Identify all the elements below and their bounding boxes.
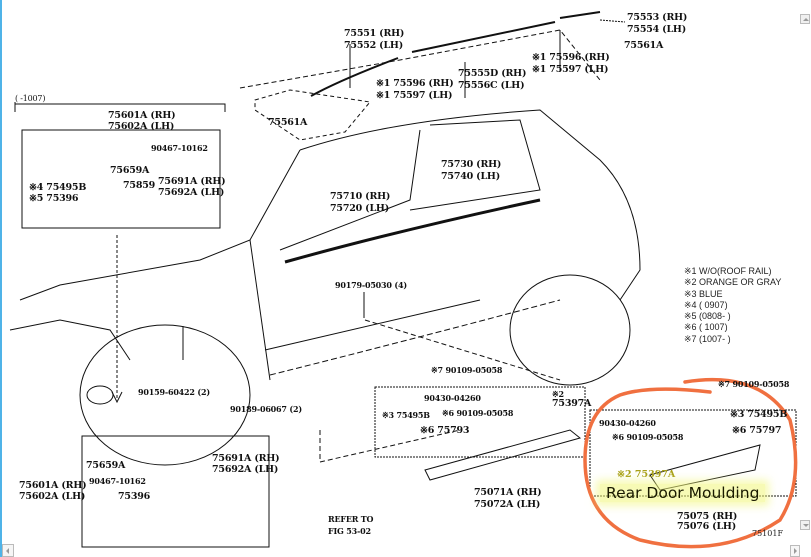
label-75596-a: ※1 75596 (RH) bbox=[532, 52, 610, 63]
sunroof bbox=[254, 89, 371, 141]
sill-line bbox=[264, 299, 481, 351]
label-90189: 90189-06067 (2) bbox=[230, 404, 302, 414]
label-75692a-bottom: 75692A (LH) bbox=[212, 464, 279, 475]
inset-box-rocker bbox=[374, 386, 586, 458]
figure-id: 75101F bbox=[752, 529, 783, 538]
rocker-line bbox=[269, 299, 561, 376]
label-opt2-75397a-rear: ※2 75397A bbox=[617, 469, 676, 480]
label-75556c: 75556C (LH) bbox=[458, 80, 525, 91]
rocker-moulding bbox=[424, 429, 582, 481]
label-opt7-90109-rear: ※7 90109-05058 bbox=[718, 379, 790, 389]
roof-rail-rear bbox=[559, 11, 601, 19]
inset-box-top bbox=[21, 129, 221, 229]
label-75597-b: ※1 75597 (LH) bbox=[376, 90, 453, 101]
label-75859: 75859 bbox=[123, 180, 156, 191]
fog-lamp bbox=[86, 385, 114, 405]
legend-item-1: ※1 W/O(ROOF RAIL) bbox=[684, 266, 772, 276]
label-75659a-bottom: 75659A bbox=[86, 460, 126, 471]
label-75552: 75552 (LH) bbox=[344, 40, 404, 51]
inset-bracket-top bbox=[14, 102, 226, 112]
scroll-left-button[interactable] bbox=[2, 544, 14, 557]
label-75720: 75720 (LH) bbox=[330, 203, 390, 214]
label-75075: 75075 (RH) bbox=[677, 511, 738, 522]
label-75072a: 75072A (LH) bbox=[474, 499, 541, 510]
label-90430-rocker: 90430-04260 bbox=[424, 393, 481, 403]
label-75555d: 75555D (RH) bbox=[458, 68, 527, 79]
label-75691a-top: 75691A (RH) bbox=[158, 176, 226, 187]
leader-line bbox=[599, 19, 626, 23]
label-opt6-75793: ※6 75793 bbox=[420, 425, 470, 436]
label-90467-top: 90467-10162 bbox=[151, 143, 208, 153]
front-bumper bbox=[9, 319, 131, 361]
legend-item-2: ※2 ORANGE OR GRAY bbox=[684, 277, 782, 288]
legend-item-4: ※4 ( 0907) bbox=[684, 299, 728, 310]
label-75076: 75076 (LH) bbox=[677, 521, 737, 532]
legend-item-5: ※5 (0808- ) bbox=[684, 311, 731, 322]
label-opt2-rocker: ※2 bbox=[552, 389, 564, 399]
rear-window bbox=[409, 119, 541, 211]
label-opt5-75396: ※5 75396 bbox=[29, 193, 79, 204]
label-opt6-75797: ※6 75797 bbox=[732, 425, 782, 436]
legend: ※1 W/O(ROOF RAIL) ※2 ORANGE OR GRAY ※3 B… bbox=[684, 266, 781, 345]
label-opt7-90109-rocker: ※7 90109-05058 bbox=[431, 365, 503, 375]
label-75071a: 75071A (RH) bbox=[474, 487, 542, 498]
label-75601a-bottom: 75601A (RH) bbox=[19, 480, 87, 491]
inset-top-range: ( -1007) bbox=[15, 94, 46, 103]
front-window bbox=[279, 129, 421, 251]
label-75561a-front: 75561A bbox=[268, 117, 308, 128]
label-75397a-rocker: 75397A bbox=[552, 398, 592, 409]
highlight-circle bbox=[583, 377, 798, 549]
scroll-up-button[interactable] bbox=[800, 14, 810, 24]
label-75553: 75553 (RH) bbox=[627, 12, 688, 23]
label-refer-to: REFER TO bbox=[328, 514, 374, 524]
roof-rail-mid bbox=[411, 21, 556, 53]
roof-outline bbox=[239, 29, 601, 89]
leader-line bbox=[319, 429, 461, 463]
label-75691a-bottom: 75691A (RH) bbox=[212, 453, 280, 464]
label-75730: 75730 (RH) bbox=[441, 159, 502, 170]
label-90179: 90179-05030 (4) bbox=[335, 280, 407, 290]
label-90159: 90159-60422 (2) bbox=[138, 387, 210, 397]
label-75601a-top: 75601A (RH) bbox=[108, 110, 176, 121]
label-75597-a: ※1 75597 (LH) bbox=[532, 64, 609, 75]
label-90467-bottom: 90467-10162 bbox=[89, 476, 146, 486]
inset-box-bottom bbox=[81, 435, 270, 548]
rear-door-moulding-callout: Rear Door Moulding bbox=[600, 484, 766, 502]
label-opt6-90109-rear: ※6 90109-05058 bbox=[612, 432, 684, 442]
front-wheel bbox=[79, 324, 251, 466]
label-opt3-75495b-rocker: ※3 75495B bbox=[382, 410, 430, 420]
label-opt4-75495b: ※4 75495B bbox=[29, 182, 87, 193]
label-75596-b: ※1 75596 (RH) bbox=[376, 78, 454, 89]
window-left-edge bbox=[0, 0, 2, 557]
rear-wheel bbox=[509, 274, 631, 386]
label-opt3-75495b-rear: ※3 75495B bbox=[730, 409, 788, 420]
a-pillar bbox=[249, 239, 271, 381]
legend-item-7: ※7 (1007- ) bbox=[684, 333, 731, 344]
label-opt6-90109-rocker: ※6 90109-05058 bbox=[442, 408, 514, 418]
label-75396-bottom: 75396 bbox=[118, 491, 151, 502]
label-fig-53-02: FIG 53-02 bbox=[328, 526, 371, 536]
legend-item-3: ※3 BLUE bbox=[684, 288, 723, 299]
label-90430-rear: 90430-04260 bbox=[599, 418, 656, 428]
label-75692a-top: 75692A (LH) bbox=[158, 187, 225, 198]
label-75602a-top: 75602A (LH) bbox=[108, 121, 175, 132]
label-75602a-bottom: 75602A (LH) bbox=[19, 491, 86, 502]
belt-moulding bbox=[284, 198, 541, 264]
body-rear bbox=[299, 109, 641, 301]
label-75561a-rear: 75561A bbox=[624, 40, 664, 51]
legend-item-6: ※6 ( 1007) bbox=[684, 322, 728, 333]
label-75554: 75554 (LH) bbox=[627, 24, 687, 35]
scroll-down-button[interactable] bbox=[800, 520, 810, 530]
leader-line bbox=[364, 319, 561, 381]
scroll-right-button[interactable] bbox=[790, 545, 800, 557]
label-75710: 75710 (RH) bbox=[330, 191, 391, 202]
body-front bbox=[19, 149, 301, 301]
label-75740: 75740 (LH) bbox=[441, 171, 501, 182]
label-75659a-top: 75659A bbox=[110, 165, 150, 176]
arrow-head bbox=[111, 391, 123, 404]
label-75551: 75551 (RH) bbox=[344, 28, 405, 39]
